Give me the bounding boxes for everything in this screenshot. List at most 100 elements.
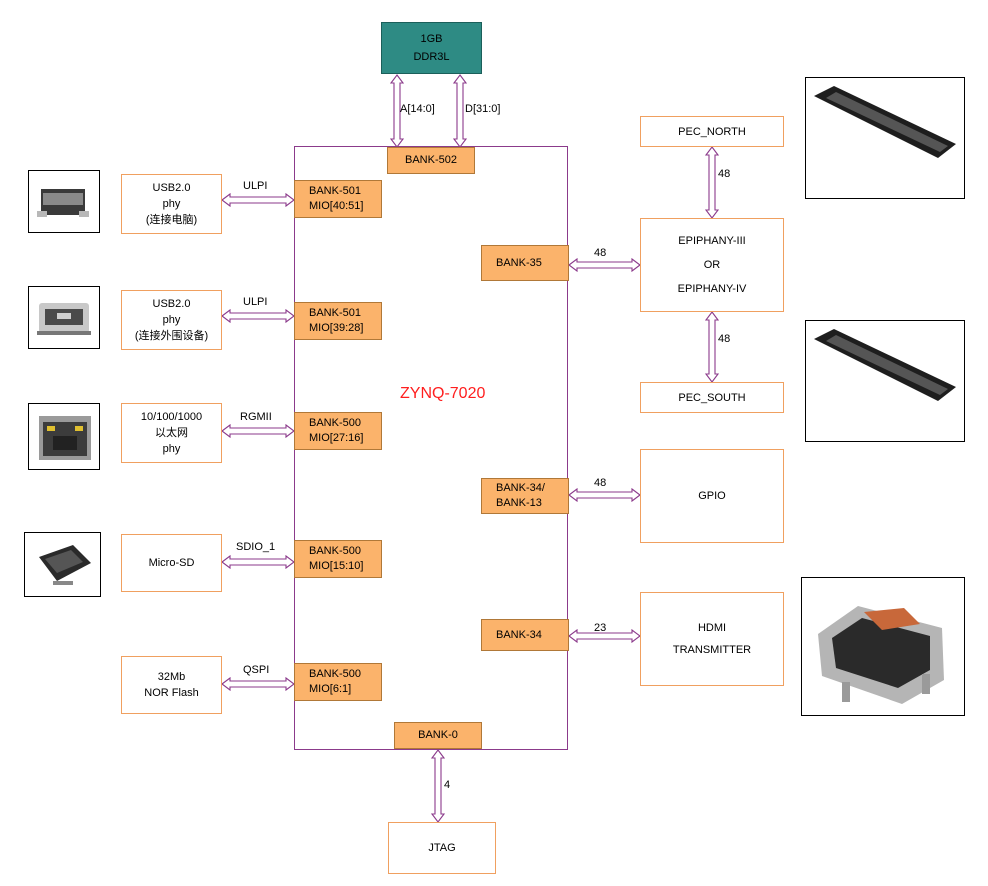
mio-range: MIO[27:16]: [309, 432, 364, 444]
bank-500-ethernet: BANK-500 MIO[27:16]: [294, 412, 382, 450]
block-line: JTAG: [428, 842, 456, 854]
jtag-block: JTAG: [388, 822, 496, 874]
bank-0-label: BANK-0: [418, 729, 458, 741]
bank-502-label: BANK-502: [405, 154, 457, 166]
bus-width-hdmi: 23: [594, 622, 607, 634]
block-line: GPIO: [698, 490, 726, 502]
usb-connector-icon: [37, 303, 91, 335]
ddr-data-label: D[31:0]: [465, 103, 501, 115]
ddr-size: 1GB: [420, 33, 443, 45]
bank-label: BANK-500: [309, 545, 361, 557]
hdmi-transmitter-block: HDMI TRANSMITTER: [640, 592, 784, 686]
pec-north-block: PEC_NORTH: [640, 116, 784, 147]
block-line: TRANSMITTER: [672, 644, 752, 656]
usb-connector-photo: [28, 170, 100, 233]
epiphany-block: EPIPHANY-III OR EPIPHANY-IV: [640, 218, 784, 312]
bank-34-13: BANK-34/ BANK-13: [481, 478, 569, 514]
edge-connector-icon: [814, 329, 956, 401]
bus-width-north: 48: [718, 168, 731, 180]
ethernet-phy-block: 10/100/1000 以太网 phy: [121, 403, 222, 463]
bus-width-south: 48: [718, 333, 731, 345]
nor-flash-block: 32Mb NOR Flash: [121, 656, 222, 714]
bank-0: BANK-0: [394, 722, 482, 749]
bus-label-sdio: SDIO_1: [236, 541, 276, 553]
bank-34: BANK-34: [481, 619, 569, 651]
usb-connector-icon: [37, 189, 89, 217]
usb-connector-photo: [28, 286, 100, 349]
block-line: (连接电脑): [145, 214, 198, 226]
rj45-icon: [39, 416, 91, 460]
chip-name: ZYNQ-7020: [400, 385, 486, 402]
micro-sd-block: Micro-SD: [121, 534, 222, 592]
hdmi-connector-photo: [801, 577, 965, 716]
bank-label: BANK-501: [309, 307, 361, 319]
bank-502: BANK-502: [387, 147, 475, 174]
ethernet-jack-photo: [28, 403, 100, 470]
edge-connector-icon: [814, 86, 956, 158]
block-line: phy: [162, 443, 181, 455]
ddr-memory-block: 1GB DDR3L: [381, 22, 482, 74]
jtag-arrow: [430, 749, 446, 823]
pec-south-connector-photo: [805, 320, 965, 442]
mio-range: MIO[6:1]: [309, 683, 352, 695]
hdmi-port-icon: [818, 606, 944, 704]
block-line: OR: [703, 259, 721, 271]
bus-width-jtag: 4: [444, 779, 451, 791]
bus-label-rgmii: RGMII: [240, 411, 272, 423]
block-line: PEC_SOUTH: [678, 391, 746, 404]
block-line: USB2.0: [152, 298, 191, 310]
bank-label: BANK-500: [309, 668, 361, 680]
bank-label: BANK-34/: [496, 482, 545, 494]
bank-34-label: BANK-34: [496, 628, 542, 641]
bank35-epiphany-arrow: [568, 257, 641, 273]
block-line: HDMI: [697, 622, 727, 634]
bank-label: BANK-13: [496, 497, 542, 509]
bank-35-label: BANK-35: [496, 256, 542, 269]
bus-width-bank35: 48: [594, 247, 607, 259]
block-line: phy: [162, 314, 181, 326]
bus-label-qspi: QSPI: [243, 664, 270, 676]
bank-35: BANK-35: [481, 245, 569, 281]
usb-host-phy-block: USB2.0 phy (连接电脑): [121, 174, 222, 234]
block-line: EPIPHANY-III: [678, 235, 746, 247]
pec-south-arrow: [704, 311, 720, 383]
block-line: 10/100/1000: [140, 411, 203, 423]
block-line: PEC_NORTH: [678, 125, 746, 138]
block-line: 32Mb: [157, 671, 186, 683]
sd-slot-icon: [39, 545, 91, 585]
block-line: NOR Flash: [144, 687, 199, 699]
bus-width-gpio: 48: [594, 477, 607, 489]
bank-501-usb-host: BANK-501 MIO[40:51]: [294, 180, 382, 218]
block-line: EPIPHANY-IV: [677, 283, 747, 295]
ulpi-arrow-1: [221, 192, 295, 208]
gpio-arrow: [568, 487, 641, 503]
pec-north-arrow: [704, 146, 720, 219]
block-line: Micro-SD: [148, 557, 195, 569]
bank-500-flash: BANK-500 MIO[6:1]: [294, 663, 382, 701]
pec-south-block: PEC_SOUTH: [640, 382, 784, 413]
mio-range: MIO[39:28]: [309, 322, 364, 334]
mio-range: MIO[15:10]: [309, 560, 364, 572]
block-line: USB2.0: [152, 182, 191, 194]
micro-sd-slot-photo: [24, 532, 101, 597]
sdio-arrow: [221, 554, 295, 570]
bus-label-ulpi: ULPI: [243, 296, 268, 308]
block-line: 以太网: [155, 427, 188, 439]
bus-label-ulpi: ULPI: [243, 180, 268, 192]
usb-device-phy-block: USB2.0 phy (连接外围设备): [121, 290, 222, 350]
bank-label: BANK-500: [309, 417, 361, 429]
block-line: phy: [162, 198, 181, 210]
ulpi-arrow-2: [221, 308, 295, 324]
ddr-type: DDR3L: [413, 51, 450, 63]
gpio-block: GPIO: [640, 449, 784, 543]
pec-north-connector-photo: [805, 77, 965, 199]
block-line: (连接外围设备): [134, 330, 209, 342]
qspi-arrow: [221, 676, 295, 692]
mio-range: MIO[40:51]: [309, 200, 364, 212]
bank-501-usb-device: BANK-501 MIO[39:28]: [294, 302, 382, 340]
rgmii-arrow: [221, 423, 295, 439]
ddr-address-label: A[14:0]: [400, 103, 435, 115]
bank-label: BANK-501: [309, 185, 361, 197]
